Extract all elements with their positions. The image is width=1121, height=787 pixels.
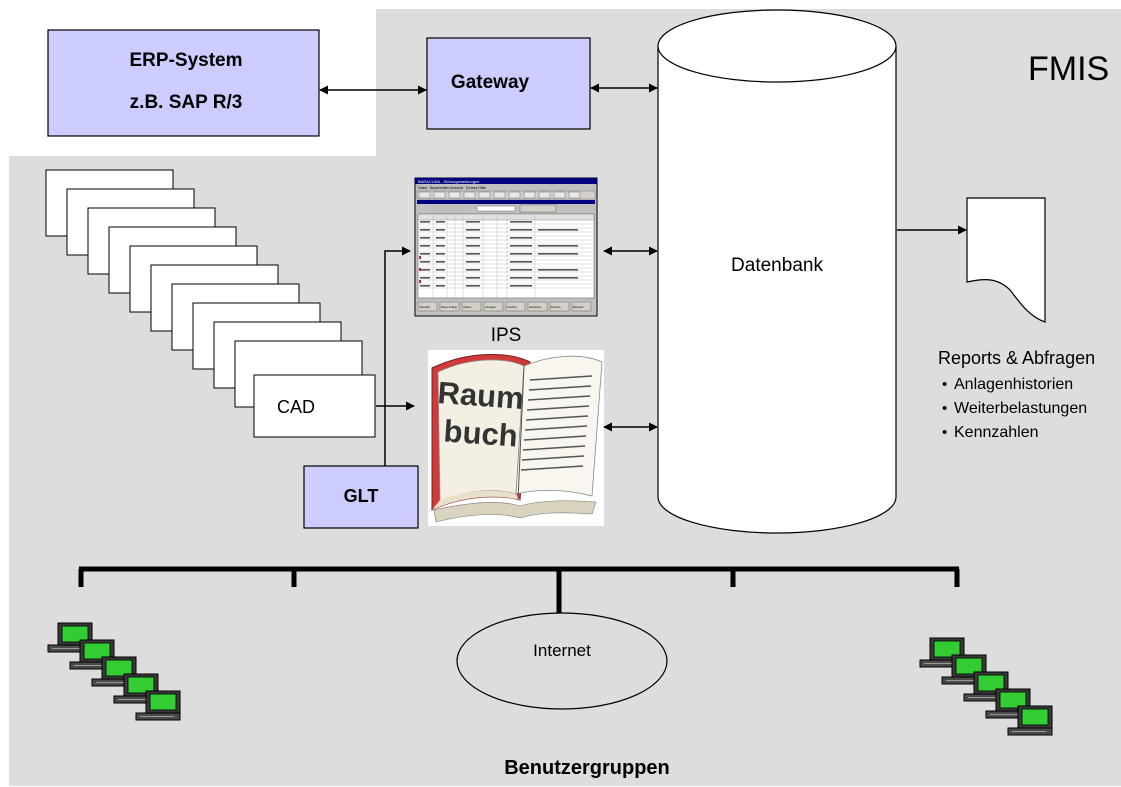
glt-label: GLT [344, 486, 379, 506]
internet-label: Internet [533, 641, 591, 660]
reports-item: Anlagenhistorien [954, 376, 1073, 393]
reports-list: • Anlagenhistorien • Weiterbelastungen •… [942, 376, 1087, 441]
reports-title: Reports & Abfragen [938, 348, 1095, 368]
ips-footer-button-label: Löschen [507, 305, 517, 309]
glt-box: GLT [303, 465, 419, 529]
raumbuch-label-line1: Raum [437, 375, 525, 416]
ips-menu-item: Hilfe [478, 185, 487, 190]
ips-menu-item: Bearbeiten [430, 185, 449, 190]
gateway-label: Gateway [451, 72, 530, 93]
ips-footer-button-label: Neuer Auftrag [441, 305, 458, 309]
ips-footer-button-label: Drucken [551, 305, 561, 309]
erp-label-line2: z.B. SAP R/3 [130, 92, 243, 113]
erp-label-line1: ERP-System [130, 50, 243, 71]
cad-label: CAD [277, 397, 315, 417]
gateway-box: Gateway [426, 37, 591, 130]
ips-footer-buttons: Übersicht Neuer Auftrag Ändern Anzeigen … [417, 301, 592, 312]
ips-footer-button-label: Beenden [573, 305, 584, 309]
reports-document-icon [966, 197, 1046, 323]
erp-system-box: ERP-System z.B. SAP R/3 [47, 29, 320, 137]
ips-menu: Datei Bearbeiten Ansicht Extras Hilfe [418, 185, 487, 190]
reports-item: Weiterbelastungen [954, 400, 1087, 417]
reports-bullet: • [942, 424, 947, 441]
reports-item: Kennzahlen [954, 424, 1039, 441]
ips-menu-item: Extras [466, 185, 477, 190]
reports-bullet: • [942, 400, 947, 417]
raumbuch-label-line2: buch [443, 413, 519, 453]
database-cylinder: Datenbank [657, 9, 897, 534]
ips-window-title: BARACUDA - Störungsmeldungen [418, 179, 479, 184]
ips-footer-button-label: Übersicht [419, 305, 430, 309]
ips-menu-item: Ansicht [450, 185, 464, 190]
ips-footer-button-label: Auswerten [529, 305, 542, 309]
ips-label: IPS [491, 325, 522, 346]
internet-cloud: Internet [456, 612, 668, 710]
ips-footer-button-label: Ändern [463, 305, 472, 309]
ips-footer-button-label: Anzeigen [485, 305, 496, 309]
arrow-glt-ips [384, 246, 411, 466]
raumbuch-book: Raum buch [428, 350, 604, 526]
ips-toolbar [416, 190, 596, 200]
reports-bullet: • [942, 376, 947, 393]
ips-menu-item: Datei [418, 185, 427, 190]
user-groups-label: Benutzergruppen [504, 757, 670, 779]
cad-sheet-stack: CAD [45, 169, 376, 438]
ips-table [417, 213, 595, 299]
fmis-label: FMIS [1028, 50, 1109, 88]
database-label: Datenbank [731, 255, 823, 276]
ips-screenshot: BARACUDA - Störungsmeldungen Datei Bearb… [414, 177, 598, 317]
